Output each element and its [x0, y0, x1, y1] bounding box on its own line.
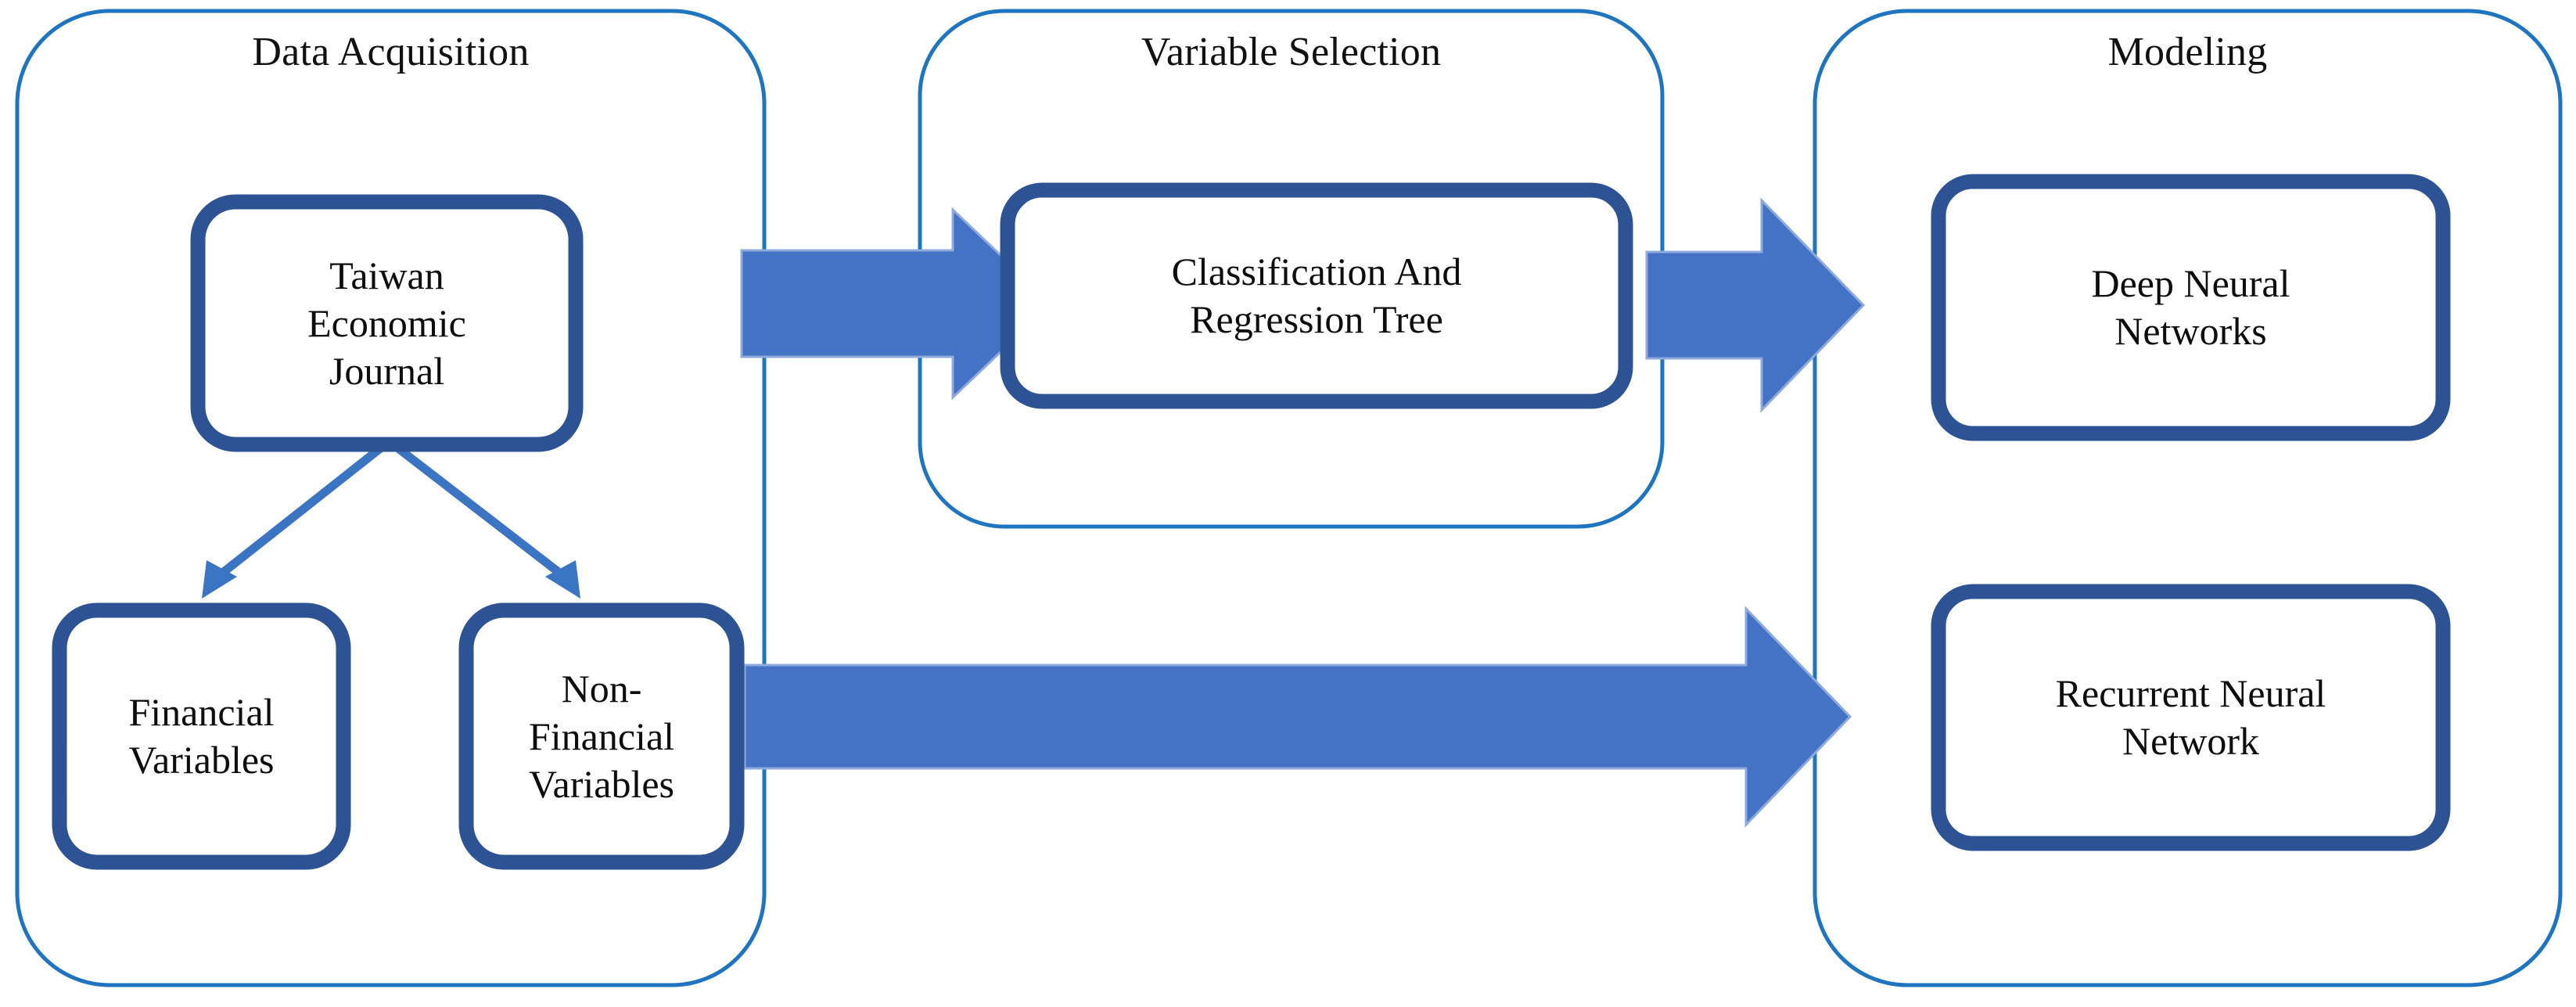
- node-box-rnn[interactable]: [1931, 584, 2451, 851]
- arrowhead-icon: [202, 560, 237, 599]
- node-label-cart: Classification And Regression Tree: [1008, 190, 1626, 401]
- node-label-line: Non-: [561, 666, 642, 710]
- node-box-non-financial-variables[interactable]: [458, 602, 745, 870]
- stage-caption-data-acquisition: Data Acquisition: [252, 30, 530, 74]
- node-label-tej: Taiwan Economic Journal: [198, 202, 576, 444]
- arrowhead-icon: [545, 560, 580, 599]
- node-label-line: Variables: [128, 738, 275, 782]
- node-label-line: Regression Tree: [1190, 297, 1443, 341]
- node-label-line: Variables: [528, 761, 675, 806]
- node-label-line: Classification And: [1171, 250, 1462, 293]
- stage-caption-variable-selection: Variable Selection: [1141, 30, 1442, 74]
- node-label-line: Financial: [128, 690, 275, 734]
- connector-line: [210, 439, 390, 584]
- connector-line: [388, 439, 573, 584]
- node-box-financial-variables[interactable]: [52, 602, 351, 870]
- stage-container-data-acquisition: [15, 9, 767, 987]
- node-label-line: Journal: [329, 348, 445, 393]
- connector-tej-to-non-financial: [388, 439, 580, 599]
- node-label-line: Recurrent Neural: [2055, 671, 2326, 715]
- block-arrow-selection-to-modeling: [1645, 197, 1866, 413]
- node-label-rnn: Recurrent Neural Network: [1938, 592, 2443, 843]
- node-box-dnn[interactable]: [1931, 174, 2451, 441]
- node-label-line: Taiwan: [329, 253, 444, 297]
- node-label-line: Networks: [2114, 309, 2267, 353]
- stage-caption-modeling: Modeling: [2107, 30, 2268, 74]
- connector-tej-to-financial: [202, 439, 390, 599]
- node-label-line: Financial: [528, 714, 675, 758]
- node-label-line: Deep Neural: [2091, 261, 2290, 305]
- node-label-financial-variables: Financial Variables: [59, 610, 343, 862]
- node-label-dnn: Deep Neural Networks: [1938, 182, 2443, 433]
- stage-container-modeling: [1813, 9, 2563, 987]
- node-box-tej[interactable]: [190, 194, 584, 452]
- node-box-cart[interactable]: [1000, 182, 1633, 409]
- node-label-line: Network: [2122, 719, 2259, 763]
- node-label-non-financial-variables: Non- Financial Variables: [466, 610, 737, 862]
- block-arrow-acquisition-to-modeling: [743, 606, 1852, 828]
- node-label-line: Economic: [307, 300, 466, 345]
